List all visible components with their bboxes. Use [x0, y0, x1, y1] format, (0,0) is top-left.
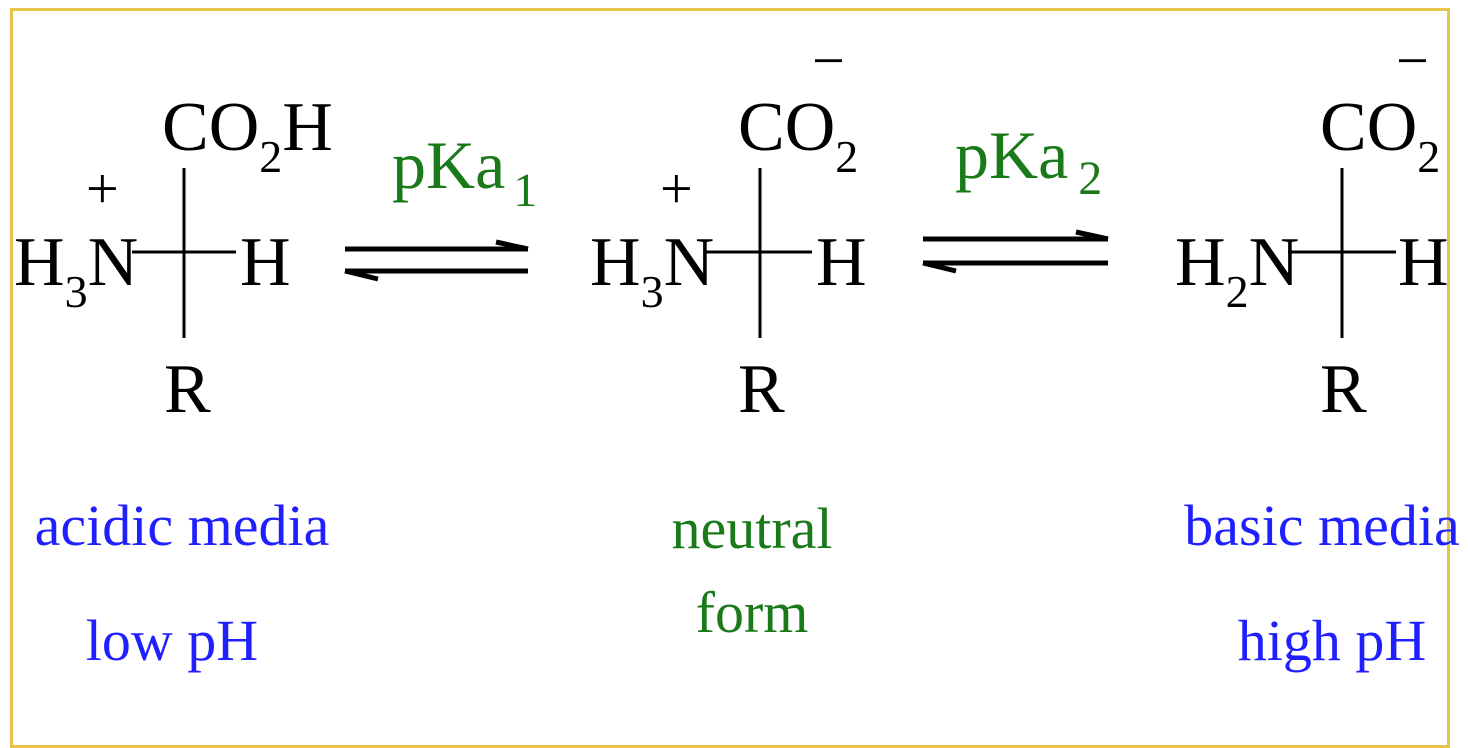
- species-acidic-label-line1: acidic media: [35, 493, 330, 558]
- species-neutral-label-line2: form: [696, 580, 809, 645]
- diagram-frame: [10, 8, 1450, 748]
- species-neutral-top-group: CO2: [738, 89, 858, 182]
- species-acidic-r: R: [164, 351, 211, 428]
- species-basic-h: H: [1398, 224, 1449, 301]
- species-neutral-carboxylate-charge: −: [812, 28, 845, 93]
- equilibrium-1-forward-arrowhead: [495, 239, 529, 252]
- species-neutral: CO2 − + H3N H R neutral form: [590, 28, 867, 645]
- species-basic-r: R: [1320, 351, 1367, 428]
- equilibrium-2-forward-arrowhead: [1075, 229, 1109, 242]
- species-neutral-h: H: [816, 224, 867, 301]
- species-acidic: CO2H + H3N H R acidic media low pH: [14, 89, 333, 673]
- species-basic-amine-group: H2N: [1175, 224, 1299, 317]
- species-neutral-nitrogen-charge: +: [660, 156, 693, 221]
- species-acidic-top-group: CO2H: [162, 89, 333, 182]
- species-acidic-label-line2: low pH: [86, 608, 258, 673]
- species-basic-carboxylate-charge: −: [1396, 28, 1429, 93]
- species-neutral-amine-group: H3N: [590, 224, 714, 317]
- species-acidic-amine-group: H3N: [14, 224, 138, 317]
- species-basic-label-line1: basic media: [1184, 493, 1459, 558]
- species-basic-top-group: CO2: [1320, 89, 1440, 182]
- equilibrium-2-reverse-arrowhead: [922, 260, 957, 274]
- equilibrium-1-reverse-arrowhead: [344, 268, 379, 282]
- species-basic: CO2 − H2N H R basic media high pH: [1175, 28, 1460, 673]
- species-acidic-nitrogen-charge: +: [86, 156, 119, 221]
- species-neutral-r: R: [738, 351, 785, 428]
- species-neutral-label-line1: neutral: [671, 496, 832, 561]
- species-acidic-h: H: [240, 224, 291, 301]
- species-basic-label-line2: high pH: [1238, 608, 1427, 673]
